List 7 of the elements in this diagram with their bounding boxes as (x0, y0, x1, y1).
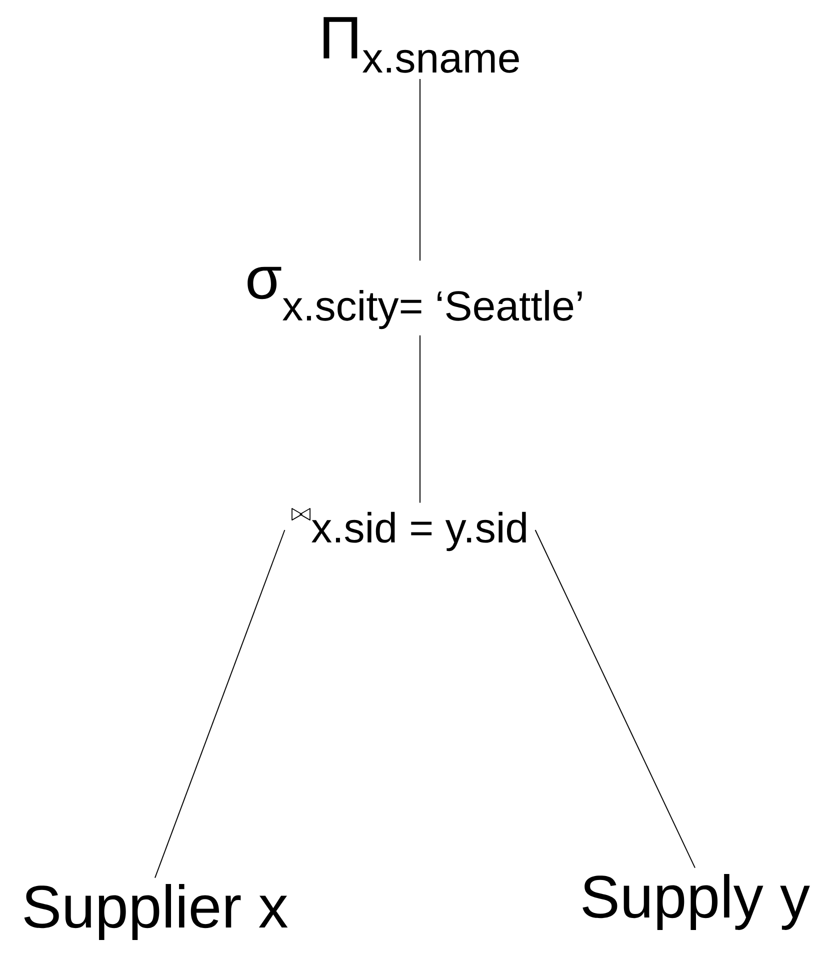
tree-edge (154, 530, 286, 878)
operator-label: $\bowtie_{\text{x.sid = y.sid}}$ (292, 508, 526, 552)
tree-edge (534, 530, 696, 868)
relation-label: Supply y (582, 874, 810, 930)
operator-label: $\text{Π}_{\text{x.sname}}$ (324, 17, 519, 73)
operator-label: $\text{σ}_{\text{x.scity= ‘Seattle’}}$ (248, 266, 582, 330)
relation-label: Supplier x (24, 884, 288, 940)
